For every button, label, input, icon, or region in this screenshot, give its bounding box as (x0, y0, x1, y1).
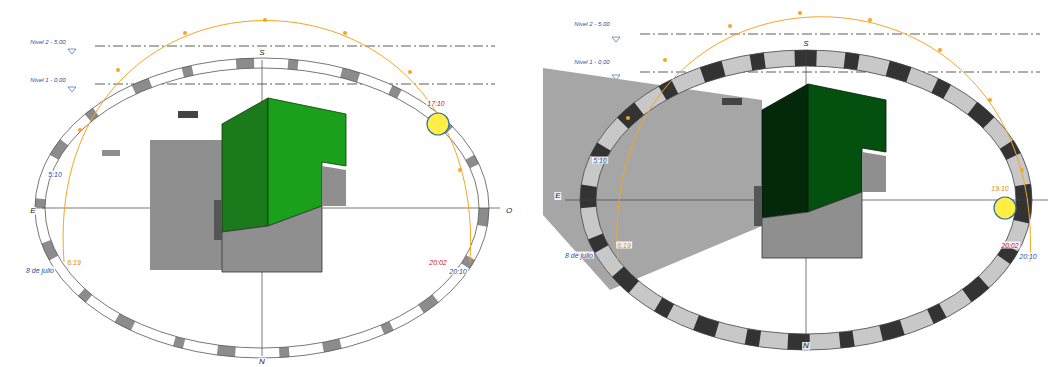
diagram-label: Nivel 1 - 0,00 (573, 59, 610, 65)
diagram-label: 8 de julio (564, 252, 594, 259)
diagram-label: S (802, 40, 809, 48)
diagram-label: 6:19 (66, 259, 82, 266)
diagram-label: N (258, 358, 266, 366)
diagram-label: Nivel 1 - 0,00 (29, 77, 66, 83)
diagram-label: 6:19 (616, 242, 632, 249)
diagram-label: 20:10 (1018, 253, 1038, 260)
diagram-label: S (258, 49, 265, 57)
diagram-label: 20:02 (1000, 242, 1020, 249)
diagram-label: 5:10 (47, 171, 63, 178)
diagram-label: Nivel 2 - 5,00 (29, 39, 66, 45)
left-panel (35, 18, 500, 358)
diagram-label: N (802, 342, 810, 350)
diagram-label: O (505, 207, 513, 215)
diagram-label: Nivel 2 - 5,00 (573, 21, 610, 27)
diagram-label: 8 de julio (25, 267, 55, 274)
diagram-label: 5:10 (592, 157, 608, 164)
right-panel (543, 11, 1048, 350)
diagram-label: 20:10 (448, 268, 468, 275)
diagram-label: 19:10 (990, 185, 1010, 192)
diagram-label: 17:10 (426, 100, 446, 107)
diagram-label: 20:02 (428, 259, 448, 266)
diagram-label: E (554, 192, 561, 200)
diagram-label: E (29, 207, 36, 215)
